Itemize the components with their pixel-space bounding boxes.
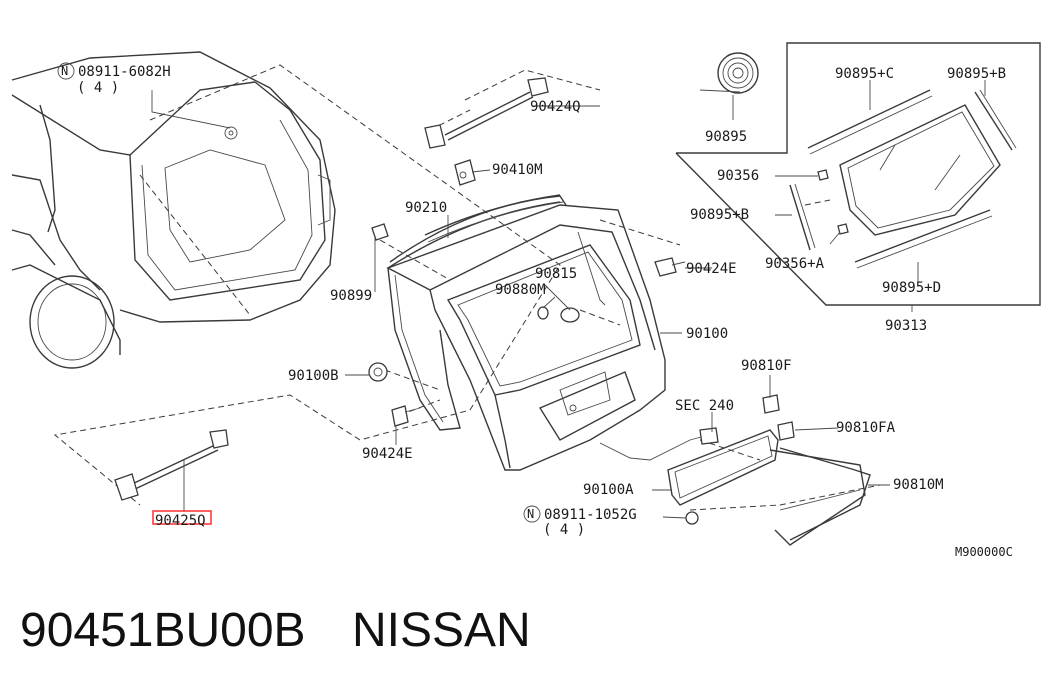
- caption-brand: NISSAN: [352, 604, 531, 657]
- label-90895-D: 90895+D: [882, 280, 941, 296]
- label-90899: 90899: [330, 288, 372, 304]
- guide-lines: [53, 64, 881, 511]
- label-90895-B-top: 90895+B: [947, 66, 1006, 82]
- caption-part-number: 90451BU00B: [20, 604, 306, 657]
- circled-n-nut-letter: N: [527, 507, 534, 521]
- finisher-drawing: [667, 429, 871, 546]
- label-90100B: 90100B: [288, 368, 339, 384]
- highlight-box-90425Q: [152, 510, 212, 525]
- label-90100A: 90100A: [583, 482, 634, 498]
- label-90424E-right: 90424E: [686, 261, 737, 277]
- label-90424E-lower: 90424E: [362, 446, 413, 462]
- label-nut-qty: ( 4 ): [543, 522, 585, 538]
- label-90424Q: 90424Q: [530, 99, 581, 115]
- label-90895-C: 90895+C: [835, 66, 894, 82]
- label-90100: 90100: [686, 326, 728, 342]
- glass-inset-box: [675, 42, 1041, 306]
- label-sec-240: SEC 240: [675, 398, 734, 414]
- back-door-drawing: [386, 195, 666, 471]
- circled-n-nut: [523, 505, 541, 523]
- hardware-drawings: [114, 77, 795, 525]
- weatherstrip-drawing: [424, 194, 564, 243]
- label-90425Q: 90425Q: [155, 513, 206, 529]
- label-08911-6082H: 08911-6082H: [78, 64, 171, 80]
- part-labels: N 08911-6082H ( 4 ) 90424Q 90410M 90210 …: [57, 62, 1013, 559]
- circled-n-bolt: [57, 62, 75, 80]
- label-90210: 90210: [405, 200, 447, 216]
- label-90356: 90356: [717, 168, 759, 184]
- vehicle-body-drawing: [11, 51, 336, 369]
- label-bolt-qty: ( 4 ): [77, 80, 119, 96]
- label-90880M: 90880M: [495, 282, 546, 298]
- circled-n-bolt-letter: N: [61, 64, 68, 78]
- label-90810M: 90810M: [893, 477, 944, 493]
- label-08911-1052G: 08911-1052G: [544, 507, 637, 523]
- label-90810FA: 90810FA: [836, 420, 896, 436]
- label-90895-B: 90895+B: [690, 207, 749, 223]
- label-90815: 90815: [535, 266, 577, 282]
- label-90410M: 90410M: [492, 162, 543, 178]
- leader-lines: [151, 80, 986, 519]
- label-90895: 90895: [705, 129, 747, 145]
- label-90313: 90313: [885, 318, 927, 334]
- label-drawing-code: M900000C: [955, 545, 1013, 559]
- label-90356-A: 90356+A: [765, 256, 825, 272]
- label-90810F: 90810F: [741, 358, 792, 374]
